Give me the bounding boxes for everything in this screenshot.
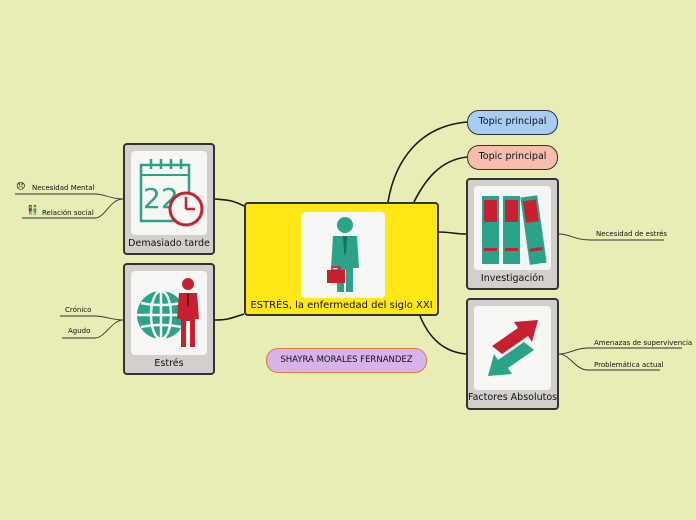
central-topic-label: ESTRÉS, la enfermedad del siglo XXI [250,300,433,311]
line-central-topic2 [413,156,468,203]
businessman-briefcase-icon [301,212,385,298]
subtopic-agudo[interactable]: Agudo [68,327,91,335]
author-label[interactable]: SHAYRA MORALES FERNANDEZ [266,348,427,373]
swap-arrows-icon [474,306,551,390]
line-central-topic1 [387,121,468,203]
line-central-factores [419,315,467,355]
node-factores-absolutos-label: Factores Absolutos [468,392,558,403]
line-central-demasiado [214,198,245,207]
subtopic-cronico[interactable]: Crónico [65,306,92,314]
subtopic-relacion-social[interactable]: Relación social [42,209,94,217]
node-estres-label: Estrés [154,358,184,369]
globe-businessman-icon [131,271,207,355]
subtopic-necesidad-mental[interactable]: Necesidad Mental [32,184,95,192]
line-agudo [62,319,124,339]
central-topic[interactable]: ESTRÉS, la enfermedad del siglo XXI [244,202,439,316]
line-cronico [60,315,124,321]
subtopic-necesidad-estres[interactable]: Necesidad de estrés [596,230,668,238]
topic-principal-1[interactable]: Topic principal [467,110,558,135]
line-central-estres [214,313,245,321]
line-problematica [558,353,660,371]
subtopic-amenazas-supervivencia[interactable]: Amenazas de supervivencia [594,339,693,347]
node-investigacion[interactable]: Investigación [466,178,559,290]
node-demasiado-tarde-label: Demasiado tarde [128,238,210,249]
node-factores-absolutos[interactable]: Factores Absolutos [466,298,559,410]
node-investigacion-label: Investigación [480,273,545,284]
binders-icon [474,186,551,270]
line-necesidad-mental [15,193,124,200]
topic-principal-2[interactable]: Topic principal [467,145,558,170]
subtopic-problematica-actual[interactable]: Problemática actual [594,361,664,369]
line-relacion-social [22,198,124,219]
node-estres[interactable]: Estrés [123,263,215,375]
line-necesidad-estres [558,233,664,241]
calendar-clock-icon: 22 [131,151,207,235]
line-central-invest [438,231,467,235]
disappointed-face-icon: 😞 [16,182,26,192]
line-amenazas [558,347,682,355]
node-demasiado-tarde[interactable]: 22 Demasiado tarde [123,143,215,255]
people-icon: 👫 [27,206,39,216]
